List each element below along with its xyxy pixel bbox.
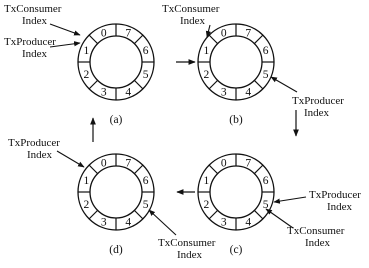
slot-label: 2 — [84, 69, 90, 81]
slot-label: 1 — [84, 45, 90, 57]
slot-divider — [88, 209, 99, 220]
slot-label: 6 — [263, 175, 269, 187]
tx-consumer-pointer-arrow — [49, 23, 81, 36]
slot-divider — [253, 164, 264, 175]
slot-label: 0 — [221, 27, 227, 39]
slot-label: 4 — [245, 87, 251, 99]
slot-label: 6 — [263, 45, 269, 57]
panel-caption: (c) — [230, 244, 243, 256]
pointer-label-line: TxProducer — [309, 189, 361, 201]
pointer-label-line: Index — [22, 15, 48, 27]
pointer-label-line: Index — [180, 15, 206, 27]
pointer-label-line: TxConsumer — [158, 237, 216, 249]
ring-inner-circle — [209, 35, 263, 89]
slot-label: 0 — [101, 157, 107, 169]
slot-label: 7 — [245, 27, 251, 39]
slot-label: 7 — [125, 27, 131, 39]
slot-divider — [208, 34, 219, 45]
slot-label: 4 — [245, 217, 251, 229]
slot-label: 4 — [125, 217, 131, 229]
tx-consumer-pointer-arrow — [205, 24, 212, 38]
pointer-label-line: Index — [27, 149, 53, 161]
tx-consumer-pointer-arrow — [148, 209, 177, 236]
ring-inner-circle — [89, 165, 143, 219]
slot-divider — [88, 34, 99, 45]
slot-label: 6 — [143, 45, 149, 57]
ring-inner-circle — [89, 35, 143, 89]
slot-label: 6 — [143, 175, 149, 187]
slot-label: 0 — [101, 27, 107, 39]
slot-divider — [133, 79, 144, 90]
pointer-label-line: Index — [304, 107, 330, 119]
panel-caption: (d) — [109, 244, 123, 256]
pointer-label-line: TxProducer — [4, 36, 56, 48]
pointer-label-line: Index — [177, 249, 203, 261]
tx-producer-pointer-arrow — [49, 41, 81, 48]
slot-divider — [88, 164, 99, 175]
pointer-label-line: Index — [327, 201, 353, 213]
pointer-label-line: TxConsumer — [4, 3, 62, 15]
slot-divider — [133, 209, 144, 220]
tx-producer-pointer-arrow — [273, 196, 307, 204]
pointer-label-line: TxConsumer — [287, 225, 345, 237]
slot-label: 1 — [204, 45, 210, 57]
slot-label: 3 — [221, 217, 227, 229]
tx-producer-pointer-arrow — [56, 150, 85, 168]
slot-label: 3 — [101, 217, 107, 229]
slot-label: 2 — [204, 69, 210, 81]
slot-label: 5 — [263, 199, 269, 211]
slot-label: 0 — [221, 157, 227, 169]
pointer-label-line: Index — [305, 237, 331, 249]
tx-consumer-pointer-arrow — [265, 208, 294, 229]
slot-label: 4 — [125, 87, 131, 99]
slot-label: 1 — [204, 175, 210, 187]
tx-producer-pointer-arrow — [270, 76, 298, 93]
slot-label: 5 — [143, 199, 149, 211]
ring-inner-circle — [209, 165, 263, 219]
transition-arrows — [90, 59, 299, 195]
slot-label: 1 — [84, 175, 90, 187]
slot-divider — [253, 34, 264, 45]
panel-caption: (a) — [110, 114, 123, 126]
slot-divider — [208, 164, 219, 175]
slot-divider — [133, 34, 144, 45]
slot-label: 3 — [101, 87, 107, 99]
panel-caption: (b) — [229, 114, 243, 126]
slot-divider — [253, 79, 264, 90]
slot-label: 5 — [263, 69, 269, 81]
pointer-label-line: Index — [22, 48, 48, 60]
pointer-label-line: TxProducer — [8, 137, 60, 149]
slot-label: 3 — [221, 87, 227, 99]
pointer-label-line: TxProducer — [292, 95, 344, 107]
slot-label: 7 — [125, 157, 131, 169]
pointer-label-line: TxConsumer — [162, 3, 220, 15]
slot-divider — [208, 79, 219, 90]
slot-label: 7 — [245, 157, 251, 169]
slot-divider — [133, 164, 144, 175]
slot-divider — [208, 209, 219, 220]
slot-label: 2 — [204, 199, 210, 211]
slot-divider — [253, 209, 264, 220]
slot-label: 2 — [84, 199, 90, 211]
slot-divider — [88, 79, 99, 90]
slot-label: 5 — [143, 69, 149, 81]
